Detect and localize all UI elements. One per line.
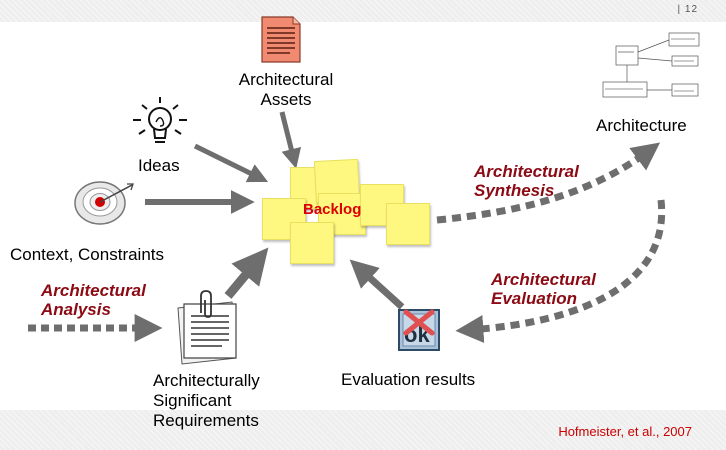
arrow-evaluation-to-backlog: [349, 259, 405, 310]
asr-label: Architecturally Significant Requirements: [153, 371, 260, 430]
header-band: [0, 0, 726, 22]
uml-diagram-thumbnail: [602, 32, 700, 98]
analysis-label: Architectural Analysis: [41, 281, 146, 319]
context-label: Context, Constraints: [10, 245, 165, 264]
lightbulb-icon: [133, 97, 187, 143]
synthesis-label: Architectural Synthesis: [474, 162, 579, 200]
slide-number: | 12: [677, 4, 698, 15]
citation: Hofmeister, et al., 2007: [558, 424, 692, 439]
evaluation-results-label: Evaluation results: [341, 370, 476, 389]
document-icon: [261, 16, 301, 63]
arrow-assets-to-backlog: [279, 111, 302, 169]
arrow-synthesis-to-architecture: [436, 142, 661, 224]
arrow-ideas-to-backlog: [193, 143, 269, 183]
arrow-evaluation-from-architecture: [455, 199, 666, 343]
arrow-asr-to-backlog: [224, 247, 269, 299]
ok-stamp-icon: ok: [398, 309, 440, 351]
sticky-note: [290, 222, 334, 264]
evaluation-label: Architectural Evaluation: [491, 270, 596, 308]
footer-band: [0, 410, 726, 450]
backlog-label: Backlog: [303, 201, 362, 218]
architecture-label: Architecture: [596, 116, 687, 135]
assets-label: Architectural Assets: [238, 70, 334, 109]
clipped-papers-icon: [177, 290, 237, 365]
sticky-note: [318, 193, 366, 235]
target-icon: [74, 181, 134, 225]
ideas-label: Ideas: [138, 156, 180, 175]
sticky-note: [386, 203, 430, 245]
